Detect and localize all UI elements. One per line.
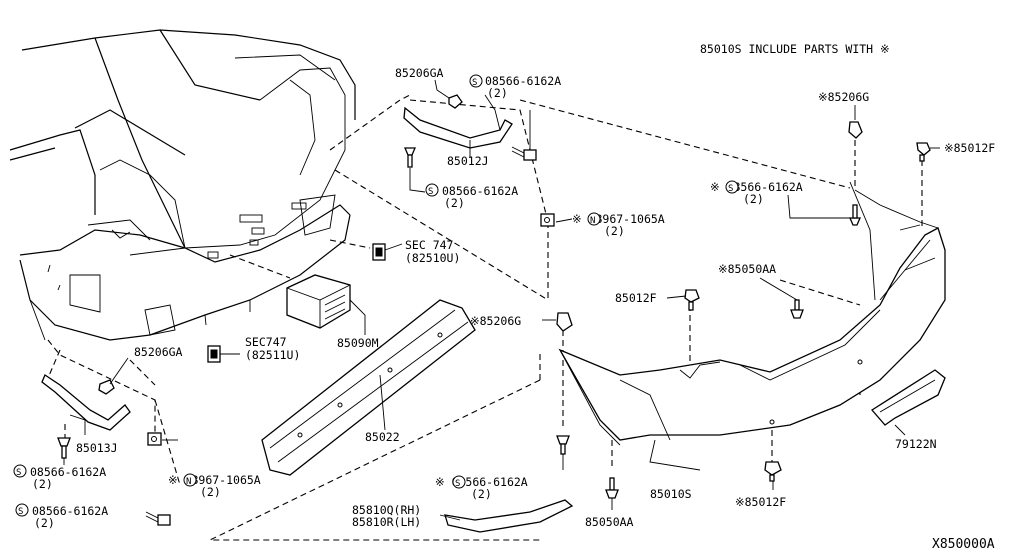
label-79122N: 79122N <box>895 437 937 451</box>
nut-08967-left <box>147 432 162 446</box>
label-bolt-top-b-qty: (2) <box>444 196 465 210</box>
bolt-symbol-s: S <box>725 180 739 194</box>
s-symbol-text: S <box>455 479 460 489</box>
screw-85050AA <box>605 477 619 499</box>
bolt-symbol-s: S <box>13 464 27 478</box>
label-bolt-left-b-qty: (2) <box>34 516 55 530</box>
s-symbol-text: S <box>472 78 477 88</box>
label-nut-left-qty: (2) <box>200 485 221 499</box>
nut-symbol-n: N <box>183 473 197 487</box>
label-85810R: 85810R(LH) <box>352 515 421 529</box>
s-symbol-text: S <box>16 468 21 478</box>
sec747-connector-a <box>372 243 386 261</box>
label-bolt-bottom-qty: (2) <box>471 487 492 501</box>
s-symbol-text: S <box>18 507 23 517</box>
label-85010S: 85010S <box>650 487 692 501</box>
label-85050AA: 85050AA <box>585 515 634 529</box>
label-85012F-mid: 85012F <box>615 291 657 305</box>
label-bolt-top-b: 08566-6162A <box>442 184 518 198</box>
bumper-reinforcement-85022 <box>261 299 476 476</box>
label-85013J: 85013J <box>76 441 118 455</box>
clip-85206G-right <box>848 121 863 139</box>
bolt-bottom <box>556 435 570 455</box>
n-symbol-text: N <box>590 216 595 226</box>
label-bolt-right-qty: (2) <box>743 192 764 206</box>
bolt-symbol-s: S <box>469 74 483 88</box>
push-clip-85012F-bottom <box>764 461 782 482</box>
label-85012F-bottom: ※85012F <box>735 495 786 509</box>
header-note: 85010S INCLUDE PARTS WITH ※ <box>700 42 890 56</box>
nut-08967-mid <box>540 213 555 227</box>
finisher-85810 <box>444 499 574 533</box>
push-clip-85012F-mid <box>684 289 700 311</box>
bracket-85013J <box>41 374 131 431</box>
label-85810Q: 85810Q(RH) <box>352 503 421 517</box>
label-bolt-left-a-qty: (2) <box>32 477 53 491</box>
label-85206GA-top: 85206GA <box>395 66 444 80</box>
label-85206G-right: ※85206G <box>818 90 869 104</box>
clip-85206G-mid <box>556 312 573 332</box>
bolt-symbol-s: S <box>452 475 466 489</box>
car-body-drawing <box>9 29 356 341</box>
bracket-85012J <box>403 106 513 149</box>
screw-85050AA-star <box>790 299 804 319</box>
label-sec747-b: SEC747 <box>245 335 287 349</box>
label-bolt-left-b: 08566-6162A <box>32 504 108 518</box>
clip-85206GA-top <box>448 94 463 109</box>
sec747-connector-b <box>207 345 221 363</box>
label-bolt-top-a: 08566-6162A <box>485 74 561 88</box>
label-85206GA-left: 85206GA <box>134 345 183 359</box>
bolt-symbol-s: S <box>425 183 439 197</box>
label-sec747-b-ref: (82511U) <box>245 348 300 362</box>
assembly-leader-lines <box>44 94 923 541</box>
s-symbol-text: S <box>428 187 433 197</box>
energy-absorber-85090M <box>286 274 351 329</box>
label-85012J: 85012J <box>447 154 489 168</box>
n-symbol-text: N <box>186 477 191 487</box>
label-group: 85010S INCLUDE PARTS WITH ※ 85206GA S 08… <box>13 42 995 552</box>
label-85206G-mid: ※85206G <box>470 314 521 328</box>
label-85012F-right: ※85012F <box>944 141 995 155</box>
push-clip-85012F-right <box>916 142 931 162</box>
bolt-right <box>849 204 861 226</box>
label-nut-mid-qty: (2) <box>604 224 625 238</box>
label-85050AA-star: ※85050AA <box>718 262 776 276</box>
label-bolt-top-a-qty: (2) <box>487 86 508 100</box>
label-85022: 85022 <box>365 430 400 444</box>
bolt-symbol-s: S <box>15 503 29 517</box>
nut-symbol-n: N <box>587 212 601 226</box>
bracket-79122N <box>871 369 946 426</box>
bolt-top-a <box>511 146 537 161</box>
callout-lines <box>63 79 940 521</box>
s-symbol-text: S <box>728 184 733 194</box>
label-bolt-left-a: 08566-6162A <box>30 465 106 479</box>
bolt-left-a <box>57 437 71 459</box>
label-sec747-a-ref: (82510U) <box>405 251 460 265</box>
rear-bumper-fascia-85010S <box>558 181 946 446</box>
label-sec747-a: SEC 747 <box>405 238 454 252</box>
diagram-id: X850000A <box>932 537 995 552</box>
label-85090M: 85090M <box>337 336 379 350</box>
bolt-top-b <box>404 147 416 168</box>
bolt-left-b <box>145 511 171 526</box>
